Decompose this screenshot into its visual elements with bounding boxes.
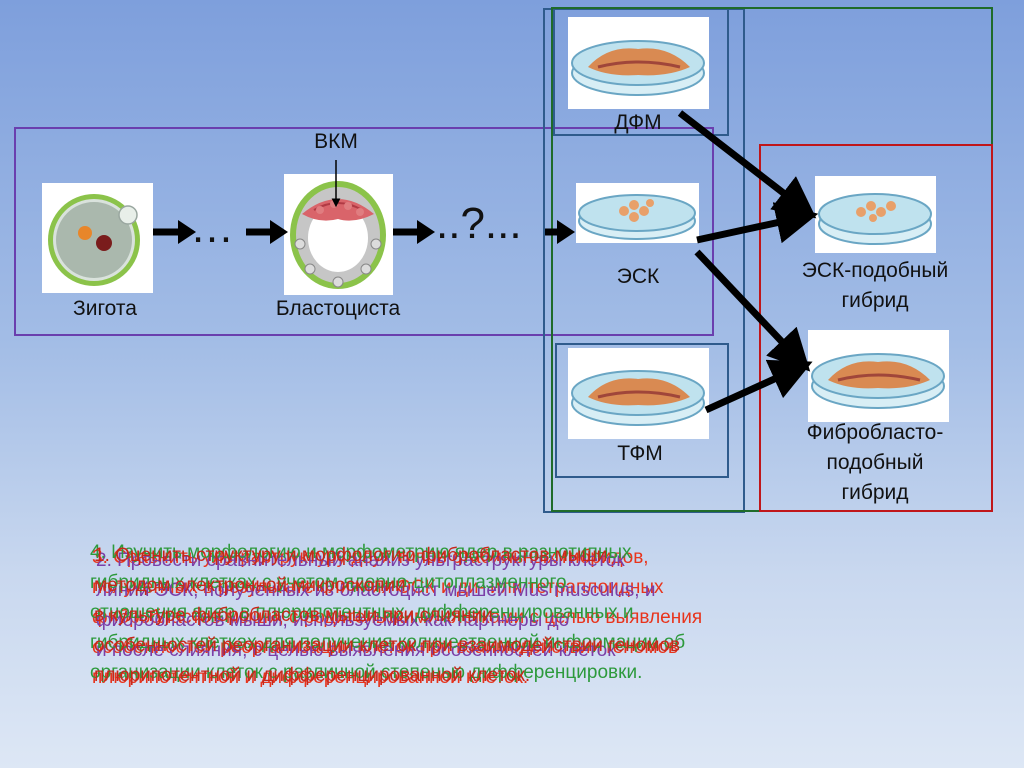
blue-frame-tfm xyxy=(555,343,729,478)
tfm-label: ТФМ xyxy=(617,442,663,465)
blastocyst-label: Бластоциста xyxy=(275,297,401,320)
esc-hybrid-label: ЭСК-подобный гибрид xyxy=(770,256,980,316)
paragraph-1-line-5: плюрипотентной и дифференцированной клет… xyxy=(94,665,531,686)
purple-frame-embryo-stage xyxy=(14,127,714,336)
question-to-esc-arrow xyxy=(545,220,575,244)
paragraph-4-line-2: гибридных клетках с учетом ядерно-цитопл… xyxy=(90,572,567,593)
dots-question-mark: ..?... xyxy=(436,199,522,248)
paragraph-3-line-1: 3. Сравнить ультраструктуру двух типов с… xyxy=(92,547,649,568)
red-frame-hybrids xyxy=(759,144,993,512)
paragraph-3-line-3: фибробластов мыши, с родительскими клетк… xyxy=(92,607,703,628)
blastocyst-to-question-arrow xyxy=(393,220,435,244)
dots-to-blastocyst-arrow xyxy=(246,220,288,244)
esc-hybrid-label-line2: гибрид xyxy=(841,289,909,312)
dfm-label: ДФМ xyxy=(614,111,662,134)
fibro-hybrid-label-line1: Фибробласто- xyxy=(806,421,944,444)
esc-to-fibro-hybrid-arrow xyxy=(694,249,811,372)
tfm-to-fibro-hybrid-arrow xyxy=(704,359,813,414)
paragraph-4-line-5: организации клеток с различной степенью … xyxy=(90,662,643,683)
paragraph-3-line-2: полученных в результате слияния ЭСК и ди… xyxy=(92,577,664,598)
blue-frame-dfm xyxy=(553,8,729,136)
blastocyst-image xyxy=(284,174,393,295)
tfm-dish-image xyxy=(568,348,709,439)
esc-to-esc-hybrid-arrow xyxy=(696,202,819,244)
zygote-to-dots-arrow xyxy=(153,220,196,244)
paragraph-1: 1. Оценить структуру и морфологию фиброб… xyxy=(94,541,974,691)
paragraph-4: 4. Изучить морфологию и морфометрию ядер… xyxy=(90,538,970,688)
fibro-hybrid-label-line2: подобный xyxy=(826,451,924,474)
dots-ellipsis-left: … xyxy=(190,203,234,252)
paragraph-1-line-4: особенностей реорганизации клеток при вз… xyxy=(94,635,681,656)
fibro-hybrid-label: Фибробласто- подобный гибрид xyxy=(770,418,980,508)
fibro-hybrid-label-line3: гибрид xyxy=(841,481,909,504)
paragraph-1-line-1: 1. Оценить структуру и морфологию фиброб… xyxy=(94,545,608,566)
paragraph-3-line-4: особенностей реорганизации клеток при вз… xyxy=(92,637,679,658)
paragraph-4-line-4: гибридных клетках для получения количест… xyxy=(90,632,686,653)
paragraph-3: 3. Сравнить ультраструктуру двух типов с… xyxy=(92,543,972,693)
dfm-to-esc-hybrid-arrow xyxy=(677,110,817,219)
paragraph-2-line-1: 2. Провести сравнительный анализ ультрас… xyxy=(96,550,625,571)
esc-dish-image xyxy=(576,183,699,243)
paragraph-4-line-1: 4. Изучить морфологию и морфометрию ядер… xyxy=(90,542,632,563)
paragraph-2-line-2: линий ЭСК, полученных из бластоцист мыше… xyxy=(96,580,656,601)
dfm-dish-image xyxy=(568,17,709,109)
zygote-image xyxy=(42,183,153,293)
paragraph-1-line-2: методом электронной микроскопии xyxy=(94,575,406,596)
paragraph-2-line-3: фибробластов мыши, используемых как парт… xyxy=(96,610,570,631)
esc-label: ЭСК xyxy=(616,265,660,288)
zygote-label: Зигота xyxy=(73,297,137,320)
esc-hybrid-label-line1: ЭСК-подобный xyxy=(801,259,949,282)
paragraph-2: 2. Провести сравнительный анализ ультрас… xyxy=(96,546,976,666)
paragraph-1-line-3: в культуре фибробластов мыши при слиянии xyxy=(94,605,493,626)
paragraph-2-line-4: и после слияния, с целью выявления особе… xyxy=(96,640,616,661)
vkm-label: ВКМ xyxy=(314,130,358,153)
paragraph-3-line-5: плюрипотентной и дифференцированной клет… xyxy=(92,667,529,688)
paragraph-4-line-3: отношения ядер в плюрипотентных, диффере… xyxy=(90,602,634,623)
esc-hybrid-dish-image xyxy=(815,176,936,253)
fibro-hybrid-dish-image xyxy=(808,330,949,422)
